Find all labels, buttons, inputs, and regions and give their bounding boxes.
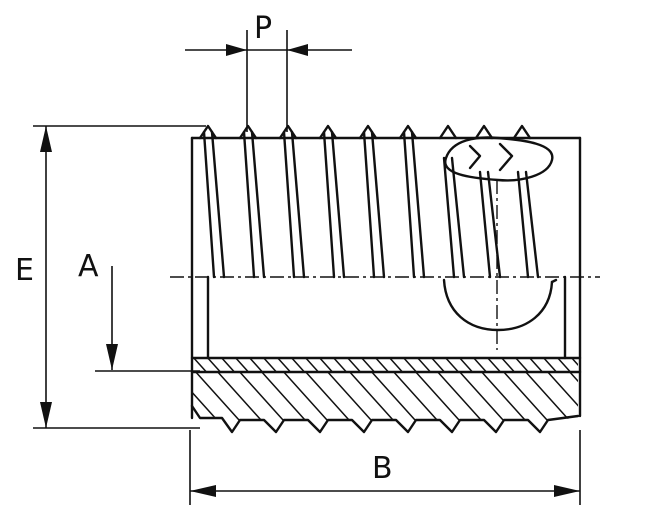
height-arrow-top: [40, 126, 52, 152]
hatch-line: [545, 372, 578, 432]
hatch-line: [346, 358, 362, 372]
hatch-line: [192, 372, 210, 432]
length-arrow-left: [190, 485, 216, 497]
hatch-line: [528, 358, 544, 372]
hatch-line: [276, 358, 292, 372]
length-arrow-right: [554, 485, 580, 497]
hatch-line: [318, 358, 334, 372]
hatch-line: [472, 358, 488, 372]
hatch-line: [369, 372, 430, 432]
hatch-line: [193, 372, 254, 432]
hatch-line: [290, 358, 306, 372]
hatch-line: [584, 356, 600, 374]
hatch-line: [360, 358, 376, 372]
length-label: B: [372, 451, 393, 486]
hatch-line: [501, 372, 562, 432]
pitch-label: P: [254, 11, 272, 46]
hatch-line: [234, 358, 250, 372]
hatch-line: [626, 356, 642, 374]
hatch-line: [402, 358, 418, 372]
pitch-dimension: P: [185, 11, 352, 132]
hatch-line: [416, 358, 432, 372]
hatch-line: [325, 372, 386, 432]
hatch-line: [332, 358, 348, 372]
hatch-line: [220, 358, 236, 372]
hatch-line: [457, 372, 518, 432]
hatch-line: [430, 358, 446, 372]
hatch-line: [612, 356, 628, 374]
thread-flanks: [202, 130, 540, 279]
hatch-line: [192, 372, 232, 432]
hatch-line: [237, 372, 298, 432]
slot-section: [442, 180, 558, 350]
height-arrow-bottom: [40, 402, 52, 428]
hatch-line: [444, 358, 460, 372]
inner-arrow: [106, 344, 118, 370]
height-label: E: [15, 253, 34, 288]
hatch-line: [590, 370, 649, 436]
hatch-line: [304, 358, 320, 372]
hatch-line: [281, 372, 342, 432]
hatch-line: [206, 358, 222, 372]
inner-dimension: A: [78, 249, 200, 372]
hatch-top-band: [192, 356, 642, 374]
hatch-line: [598, 356, 614, 374]
hatch-line: [458, 358, 474, 372]
hatch-line: [374, 358, 390, 372]
cutting-slot: [444, 136, 554, 182]
hatch-line: [567, 372, 578, 432]
hatch-line: [612, 370, 655, 436]
lower-thread-profile: [190, 404, 580, 434]
length-dimension: B: [189, 430, 581, 505]
hatch-line: [542, 358, 558, 372]
pitch-arrow-right: [287, 44, 308, 56]
hatch-line: [262, 358, 278, 372]
inner-label: A: [78, 249, 99, 284]
pitch-arrow-left: [226, 44, 247, 56]
hatch-line: [388, 358, 404, 372]
hatch-line: [486, 358, 502, 372]
hatch-line: [248, 358, 264, 372]
hatch-line: [570, 358, 578, 367]
hatch-line: [634, 370, 655, 436]
hatch-line: [215, 372, 276, 432]
hatch-line: [413, 372, 474, 432]
hatch-line: [500, 358, 516, 372]
hatch-line: [514, 358, 530, 372]
hatch-line: [192, 358, 208, 372]
height-dimension: E: [15, 125, 206, 429]
hatch-line: [556, 358, 572, 372]
